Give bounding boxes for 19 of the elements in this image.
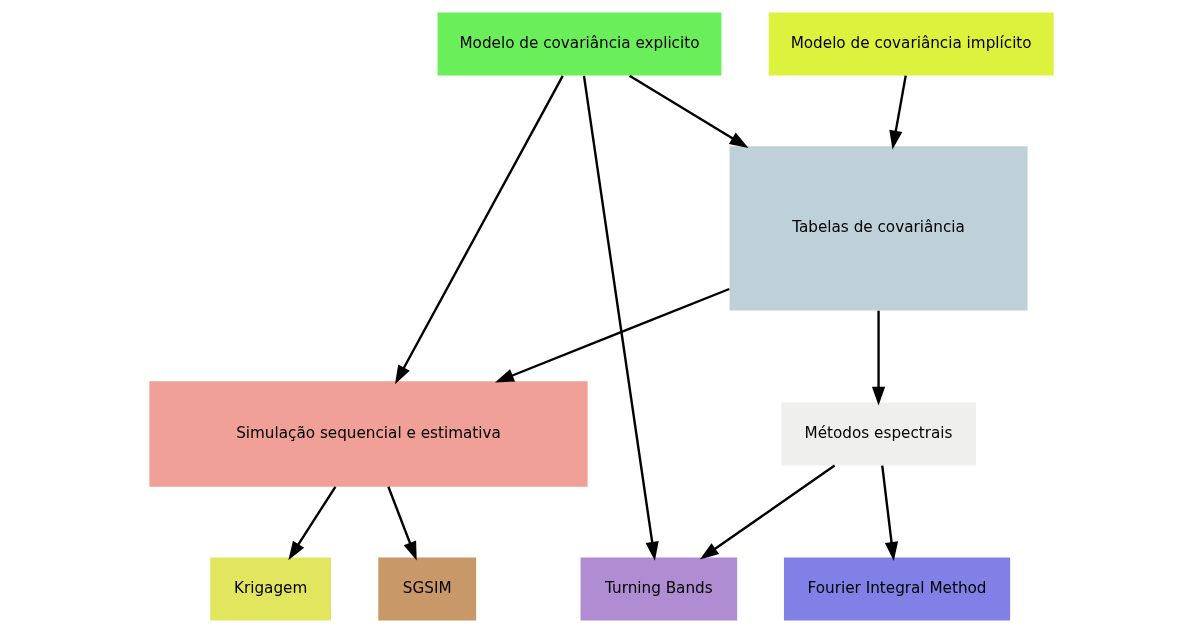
arrow [889,75,907,150]
node-box: Modelo de covariância explicito [437,12,722,76]
node-box: Métodos espectrais [781,402,976,466]
arrow [495,287,730,383]
arrow [288,486,337,561]
node-box: SGSIM [378,557,477,621]
node-box: Tabelas de covariância [729,146,1028,311]
node-box: Krigagem [210,557,331,621]
arrow [387,486,417,561]
arrow [881,465,899,561]
arrow [628,74,749,149]
arrow [394,75,564,385]
node-box: Turning Bands [580,557,738,621]
node-box: Simulação sequencial e estimativa [149,381,588,487]
arrow [699,464,836,560]
arrow [871,310,886,406]
node-box: Fourier Integral Method [783,557,1011,621]
node-box: Modelo de covariância implícito [768,12,1054,76]
arrow [582,75,659,561]
